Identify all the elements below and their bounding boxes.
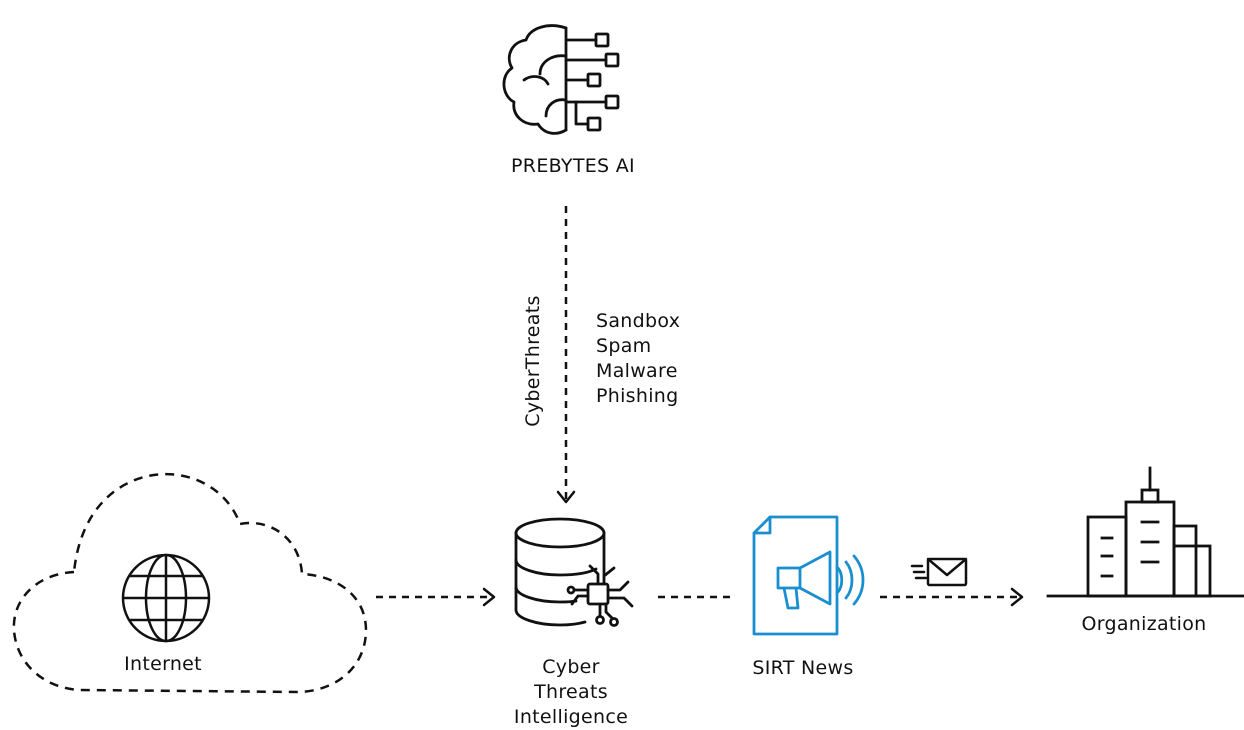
- threat-type-item: Spam: [596, 335, 652, 357]
- brain-circuit-icon: [502, 24, 620, 135]
- office-buildings-icon: [1046, 466, 1244, 598]
- globe-icon: [121, 553, 211, 643]
- ai-to-cti-arrow: [556, 206, 576, 504]
- database-chip-icon: [514, 517, 634, 627]
- threat-types-list: Sandbox Spam Malware Phishing: [596, 309, 680, 409]
- cyberthreats-label: CyberThreats: [522, 295, 544, 427]
- cti-label-line: Threats: [534, 681, 608, 703]
- sirt-to-org-arrow: [880, 587, 1024, 607]
- cti-label-line: Cyber: [542, 656, 600, 678]
- internet-to-cti-arrow: [376, 587, 496, 607]
- cloud-icon: [12, 472, 368, 694]
- cti-label: Cyber Threats Intelligence: [514, 655, 628, 730]
- email-send-icon: [910, 557, 968, 587]
- megaphone-document-icon: [752, 515, 865, 636]
- ai-label: PREBYTES AI: [511, 155, 635, 177]
- cti-label-line: Intelligence: [513, 706, 629, 728]
- sirt-label: SIRT News: [752, 657, 854, 679]
- org-label: Organization: [1081, 613, 1207, 635]
- threat-type-item: Sandbox: [596, 310, 681, 332]
- threat-type-item: Phishing: [596, 385, 679, 407]
- internet-label: Internet: [124, 653, 202, 675]
- threat-type-item: Malware: [596, 360, 678, 382]
